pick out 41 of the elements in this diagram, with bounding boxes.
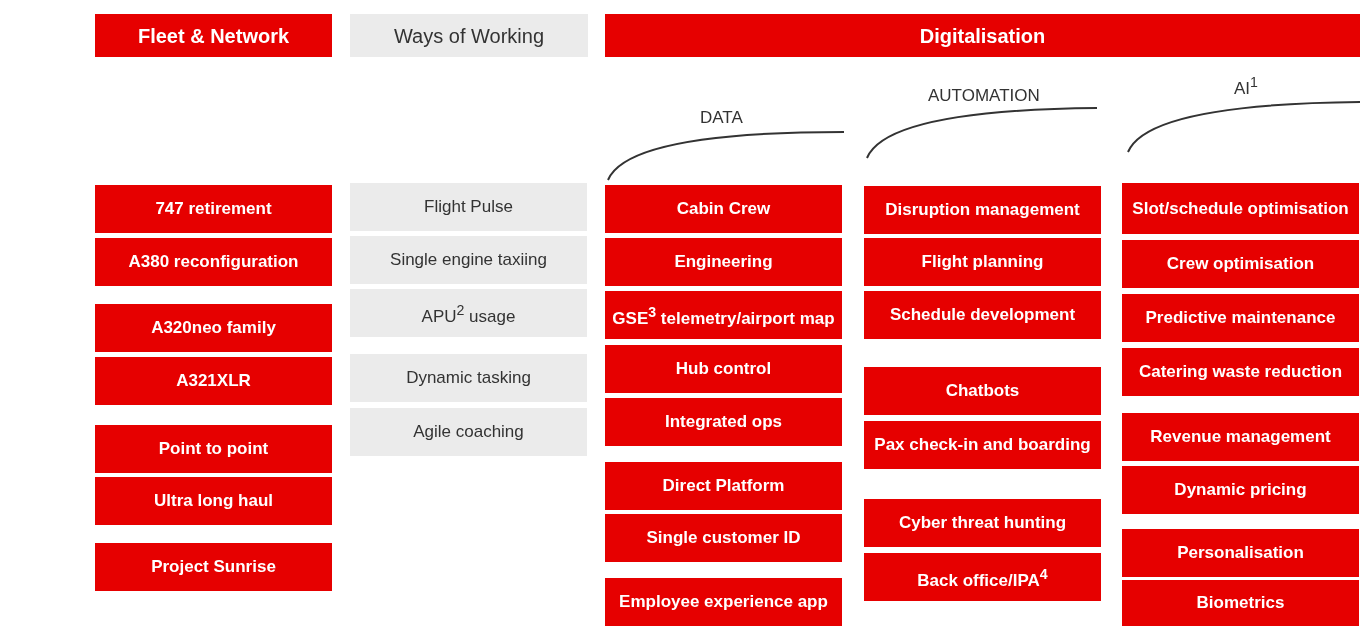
item-box: Cyber threat hunting [864, 499, 1101, 547]
item-box: Agile coaching [350, 408, 587, 456]
item-box: Dynamic tasking [350, 354, 587, 402]
header-box: Ways of Working [350, 14, 588, 57]
item-box: Schedule development [864, 291, 1101, 339]
item-box: A320neo family [95, 304, 332, 352]
item-box: Back office/IPA$^{4}$ [864, 553, 1101, 601]
item-box: A321XLR [95, 357, 332, 405]
item-box: Catering waste reduction [1122, 348, 1359, 396]
item-box: Point to point [95, 425, 332, 473]
column-heading: AUTOMATION [928, 86, 1040, 106]
item-box: APU$^{2}$ usage [350, 289, 587, 337]
column-heading: AI$^{1}$ [1234, 74, 1258, 99]
item-box: Employee experience app [605, 578, 842, 626]
item-box: Revenue management [1122, 413, 1359, 461]
item-box: GSE$^{3}$ telemetry/airport map [605, 291, 842, 339]
header-box: Digitalisation [605, 14, 1360, 57]
item-box: Single customer ID [605, 514, 842, 562]
item-box: Pax check-in and boarding [864, 421, 1101, 469]
item-box: Chatbots [864, 367, 1101, 415]
item-box: Integrated ops [605, 398, 842, 446]
item-box: A380 reconfiguration [95, 238, 332, 286]
item-box: Flight Pulse [350, 183, 587, 231]
item-box: Slot/schedule optimisation [1122, 183, 1359, 234]
item-box: Ultra long haul [95, 477, 332, 525]
column-heading: DATA [700, 108, 743, 128]
item-box: Single engine taxiing [350, 236, 587, 284]
item-box: Crew optimisation [1122, 240, 1359, 288]
item-box: Flight planning [864, 238, 1101, 286]
item-box: 747 retirement [95, 185, 332, 233]
header-box: Fleet & Network [95, 14, 332, 57]
item-box: Disruption management [864, 186, 1101, 234]
item-box: Predictive maintenance [1122, 294, 1359, 342]
item-box: Hub control [605, 345, 842, 393]
item-box: Personalisation [1122, 529, 1359, 577]
item-box: Project Sunrise [95, 543, 332, 591]
item-box: Direct Platform [605, 462, 842, 510]
item-box: Engineering [605, 238, 842, 286]
item-box: Cabin Crew [605, 185, 842, 233]
item-box: Biometrics [1122, 580, 1359, 626]
item-box: Dynamic pricing [1122, 466, 1359, 514]
